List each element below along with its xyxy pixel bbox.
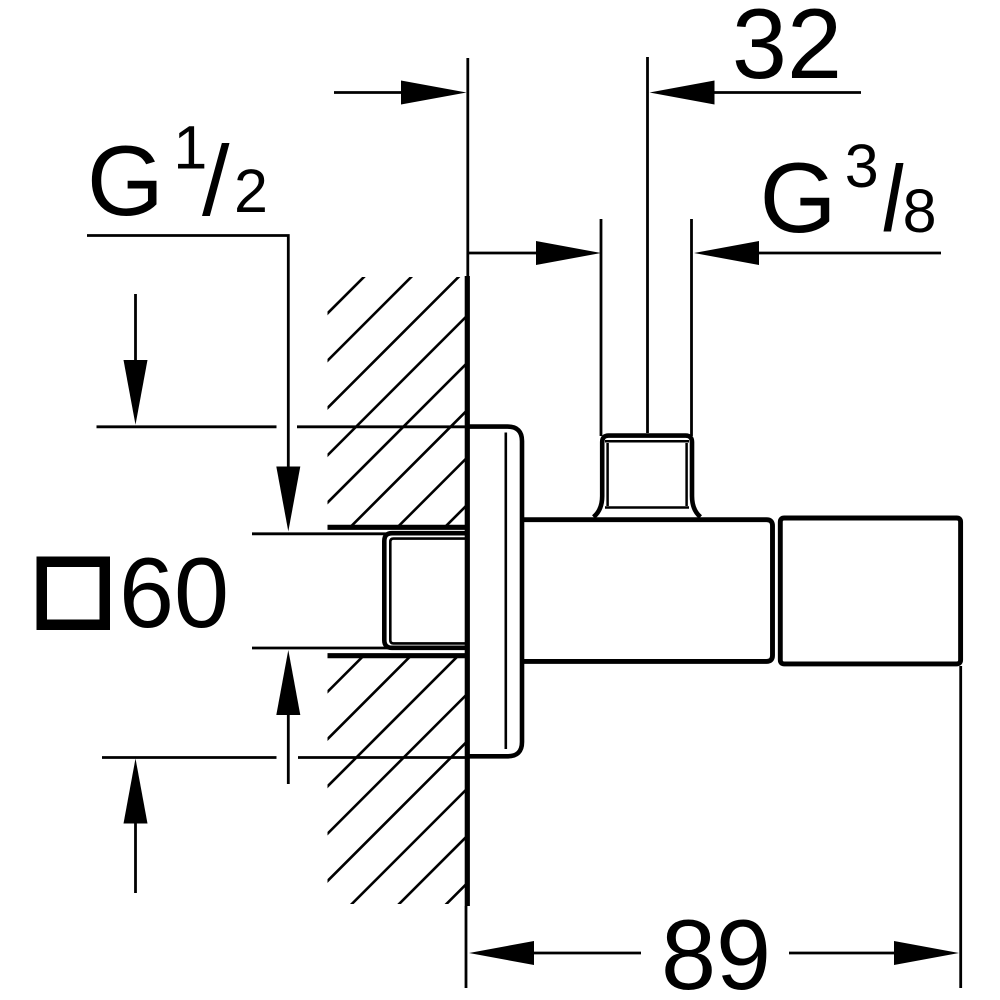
svg-text:32: 32 [732, 0, 842, 99]
svg-text:G: G [87, 125, 164, 236]
svg-text:G: G [760, 142, 837, 253]
svg-text:60: 60 [119, 537, 229, 648]
svg-text:89: 89 [661, 899, 771, 1000]
svg-text:1: 1 [173, 114, 207, 182]
svg-text:8: 8 [903, 177, 937, 245]
svg-text:/: / [202, 125, 230, 236]
svg-text:2: 2 [234, 157, 268, 225]
svg-text:3: 3 [845, 132, 879, 200]
